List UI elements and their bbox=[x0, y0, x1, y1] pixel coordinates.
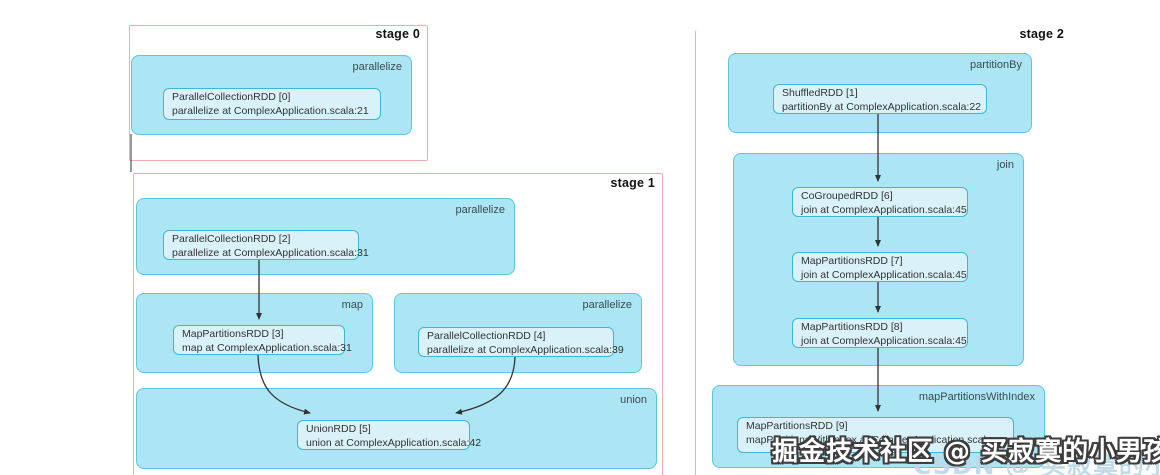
cluster-label: join bbox=[996, 159, 1014, 171]
rdd-node-title: ShuffledRDD [1] bbox=[782, 87, 858, 99]
cluster-label: parallelize bbox=[455, 204, 505, 216]
cluster-label: mapPartitionsWithIndex bbox=[918, 391, 1035, 403]
stage-1-label: stage 1 bbox=[610, 176, 655, 190]
rdd-node-callsite: parallelize at ComplexApplication.scala:… bbox=[172, 104, 369, 117]
watermark-juejin: 掘金技术社区 @ 买寂寞的小男孩 bbox=[772, 437, 1160, 467]
rdd-node-callsite: join at ComplexApplication.scala:45 bbox=[801, 203, 967, 216]
rdd-node-1[interactable]: ShuffledRDD [1] partitionBy at ComplexAp… bbox=[773, 84, 987, 114]
stage-2-box bbox=[695, 30, 1160, 475]
rdd-node-title: MapPartitionsRDD [8] bbox=[801, 321, 903, 333]
rdd-node-callsite: partitionBy at ComplexApplication.scala:… bbox=[782, 100, 982, 113]
rdd-node-title: ParallelCollectionRDD [0] bbox=[172, 91, 291, 103]
rdd-node-callsite: join at ComplexApplication.scala:45 bbox=[801, 268, 967, 281]
cluster-label: union bbox=[620, 394, 647, 406]
cluster-label: parallelize bbox=[352, 61, 402, 73]
rdd-node-8[interactable]: MapPartitionsRDD [8] join at ComplexAppl… bbox=[792, 318, 968, 348]
cluster-label: map bbox=[341, 299, 363, 311]
stage-0-box bbox=[129, 25, 428, 161]
watermark-csdn: CSDN @ 买寂寞的小男孩 bbox=[913, 451, 1160, 475]
stage-0-label: stage 0 bbox=[375, 27, 420, 41]
rdd-node-title: MapPartitionsRDD [3] bbox=[182, 328, 284, 340]
rdd-node-title: UnionRDD [5] bbox=[306, 423, 371, 435]
rdd-node-title: ParallelCollectionRDD [4] bbox=[427, 330, 546, 342]
rdd-node-callsite: parallelize at ComplexApplication.scala:… bbox=[427, 343, 624, 356]
rdd-node-callsite: union at ComplexApplication.scala:42 bbox=[306, 436, 482, 449]
rdd-node-title: ParallelCollectionRDD [2] bbox=[172, 233, 291, 245]
stage-2-label: stage 2 bbox=[1019, 27, 1064, 41]
stage-1-box bbox=[133, 173, 663, 475]
cluster-label: parallelize bbox=[582, 299, 632, 311]
cluster-label: partitionBy bbox=[970, 59, 1022, 71]
rdd-node-title: MapPartitionsRDD [7] bbox=[801, 255, 903, 267]
rdd-node-callsite: mapPartitionsWithIndex at ComplexApplica… bbox=[746, 433, 995, 446]
rdd-node-3[interactable]: MapPartitionsRDD [3] map at ComplexAppli… bbox=[173, 325, 352, 355]
rdd-node-4[interactable]: ParallelCollectionRDD [4] parallelize at… bbox=[418, 327, 624, 357]
rdd-node-5[interactable]: UnionRDD [5] union at ComplexApplication… bbox=[297, 420, 482, 450]
rdd-node-9[interactable]: MapPartitionsRDD [9] mapPartitionsWithIn… bbox=[737, 417, 1014, 453]
rdd-node-title: MapPartitionsRDD [9] bbox=[746, 420, 848, 432]
rdd-node-7[interactable]: MapPartitionsRDD [7] join at ComplexAppl… bbox=[792, 252, 968, 282]
rdd-node-6[interactable]: CoGroupedRDD [6] join at ComplexApplicat… bbox=[792, 187, 968, 217]
rdd-node-callsite: join at ComplexApplication.scala:45 bbox=[801, 334, 967, 347]
rdd-node-0[interactable]: ParallelCollectionRDD [0] parallelize at… bbox=[163, 88, 381, 120]
rdd-node-callsite: map at ComplexApplication.scala:31 bbox=[182, 341, 352, 354]
rdd-node-2[interactable]: ParallelCollectionRDD [2] parallelize at… bbox=[163, 230, 369, 260]
rdd-node-callsite: parallelize at ComplexApplication.scala:… bbox=[172, 246, 369, 259]
rdd-node-title: CoGroupedRDD [6] bbox=[801, 190, 893, 202]
